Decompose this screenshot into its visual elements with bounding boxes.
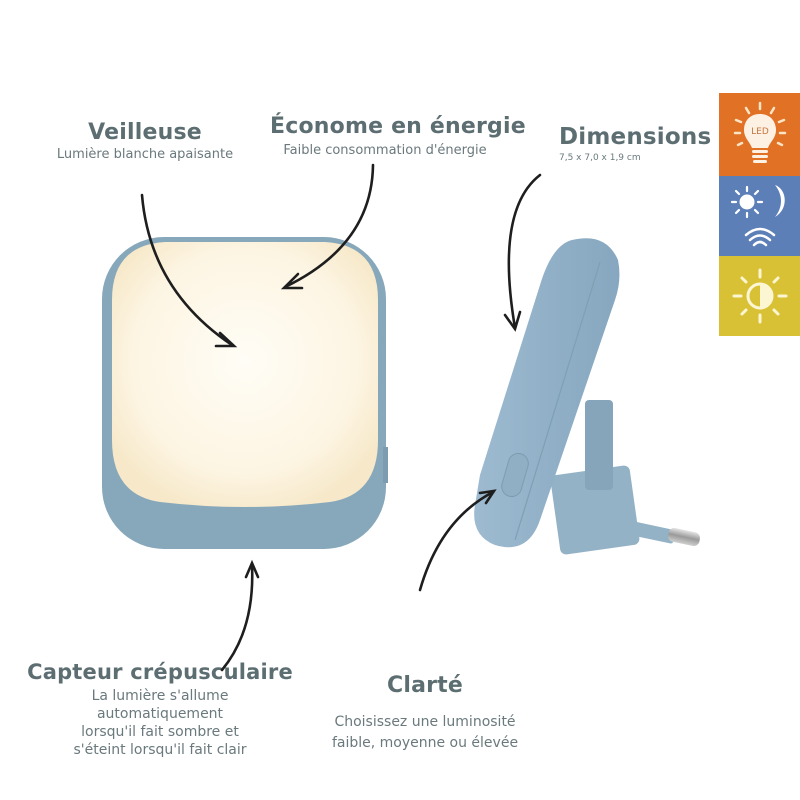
led-label: LED xyxy=(751,127,769,137)
feature-dimensions: Dimensions 7,5 x 7,0 x 1,9 cm xyxy=(559,124,711,163)
panel-day-night-sensor xyxy=(719,176,800,256)
arrow-capteur-icon xyxy=(220,563,254,672)
arrow-clarte-icon xyxy=(418,490,495,592)
feature-title: Capteur crépusculaire xyxy=(27,660,293,684)
feature-title: Dimensions xyxy=(559,124,712,150)
feature-icon-strip: LED xyxy=(719,93,800,336)
arrowhead-icon xyxy=(214,331,238,348)
feature-description: La lumière s'allume automatiquement lors… xyxy=(73,688,247,758)
feature-title: Clarté xyxy=(386,673,464,698)
annotation-arrows xyxy=(140,163,542,672)
arrowhead-icon xyxy=(244,559,260,579)
arrow-econome-icon xyxy=(283,163,375,289)
arrowhead-icon xyxy=(280,272,304,290)
feature-capteur: Capteur crépusculaire La lumière s'allum… xyxy=(20,660,300,759)
day-night-sensor-icon xyxy=(730,185,785,247)
feature-veilleuse: Veilleuse Lumière blanche apaisante xyxy=(40,120,250,162)
night-light-front-view xyxy=(102,237,388,549)
arrowhead-icon xyxy=(478,489,497,505)
feature-subtitle: Faible consommation d'énergie xyxy=(283,143,487,158)
arrow-dimensions-icon xyxy=(507,173,542,330)
brightness-icon xyxy=(732,268,787,324)
sun-icon xyxy=(730,185,763,219)
feature-subtitle: 7,5 x 7,0 x 1,9 cm xyxy=(559,153,641,163)
led-bulb-icon: LED xyxy=(733,101,786,163)
feature-title: Économe en énergie xyxy=(270,114,526,139)
feature-clarte: Clarté Choisissez une luminosité faible,… xyxy=(310,673,540,754)
wave-signal-icon xyxy=(744,227,775,247)
panel-led: LED xyxy=(719,93,800,176)
moon-icon xyxy=(774,185,785,217)
feature-description: Choisissez une luminosité faible, moyenn… xyxy=(331,714,519,751)
feature-subtitle: Lumière blanche apaisante xyxy=(56,147,234,162)
panel-brightness xyxy=(719,256,800,336)
night-light-side-view xyxy=(474,238,700,555)
feature-title: Veilleuse xyxy=(88,120,202,145)
arrowhead-icon xyxy=(503,310,522,332)
arrow-veilleuse-icon xyxy=(140,193,234,347)
feature-econome: Économe en énergie Faible consommation d… xyxy=(270,114,526,158)
